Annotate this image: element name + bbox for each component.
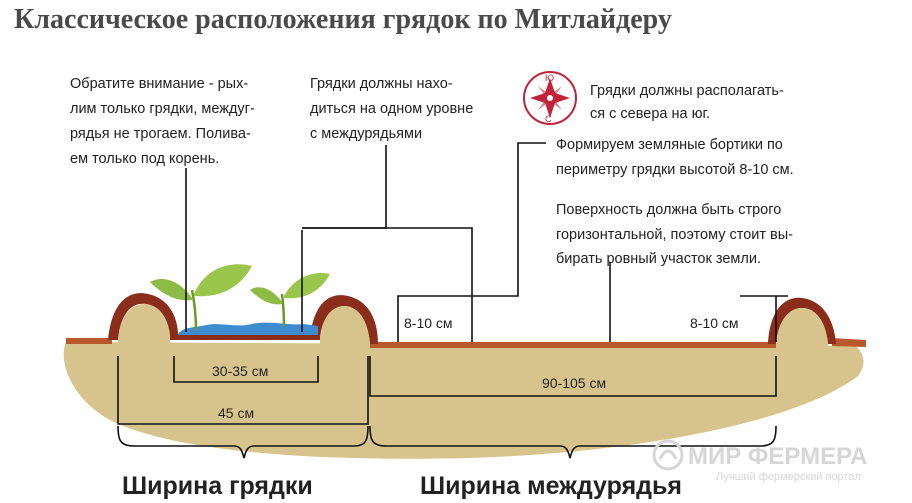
watermark-tagline: Лучший фермерский портал: [716, 471, 861, 483]
note-orientation: Грядки должны располагать- ся с севера н…: [590, 83, 788, 122]
middle-ridge: [310, 295, 378, 344]
dim-bed-width-label: 45 см: [218, 405, 254, 421]
note-level: Грядки должны нахо- диться на одном уров…: [310, 76, 477, 142]
leader-borders: [397, 142, 546, 342]
label-path-width: Ширина междурядья: [420, 472, 682, 500]
left-ridge-fill: [118, 304, 170, 356]
left-ground-surface: [66, 338, 112, 344]
note-surface: Поверхность должна быть строго горизонта…: [556, 202, 797, 267]
right-ridge-fill: [776, 308, 828, 356]
page-title: Классическое расположения грядок по Митл…: [14, 4, 672, 35]
compass-north-label: С: [545, 114, 552, 124]
dim-inner-bed: [173, 356, 319, 383]
brace-bed: [117, 425, 369, 459]
leader-level-2: [302, 227, 473, 342]
label-bed-width: Ширина грядки: [122, 472, 313, 500]
dim-border-left-label: 8-10 см: [404, 315, 453, 331]
watermark-logo-icon: [652, 439, 684, 471]
right-ridge: [768, 297, 836, 344]
compass-south-label: Ю: [545, 73, 554, 83]
right-ground-surface: [832, 338, 866, 347]
leader-level-1: [302, 145, 387, 229]
note-borders: Формируем земляные бортики по периметру …: [556, 137, 794, 178]
dim-path-width: [369, 356, 777, 397]
note-watering: Обратите внимание - рых- лим только гряд…: [70, 76, 259, 167]
dim-border-right-label: 8-10 см: [690, 315, 739, 331]
seedling-left: [150, 264, 252, 331]
dim-bed-width: [117, 356, 369, 425]
left-ridge: [108, 293, 178, 340]
dim-path-width-label: 90-105 см: [542, 375, 606, 391]
dim-inner-bed-label: 30-35 см: [212, 363, 268, 379]
watermark-name: МИР ФЕРМЕРА: [688, 443, 867, 470]
middle-ridge-fill: [320, 305, 370, 356]
path-surface: [370, 342, 776, 348]
seedling-right: [250, 272, 330, 327]
soil-ground: [63, 342, 864, 459]
compass-icon: [523, 71, 577, 125]
water: [178, 322, 318, 335]
brace-path: [369, 425, 777, 459]
bed-floor: [170, 334, 320, 340]
